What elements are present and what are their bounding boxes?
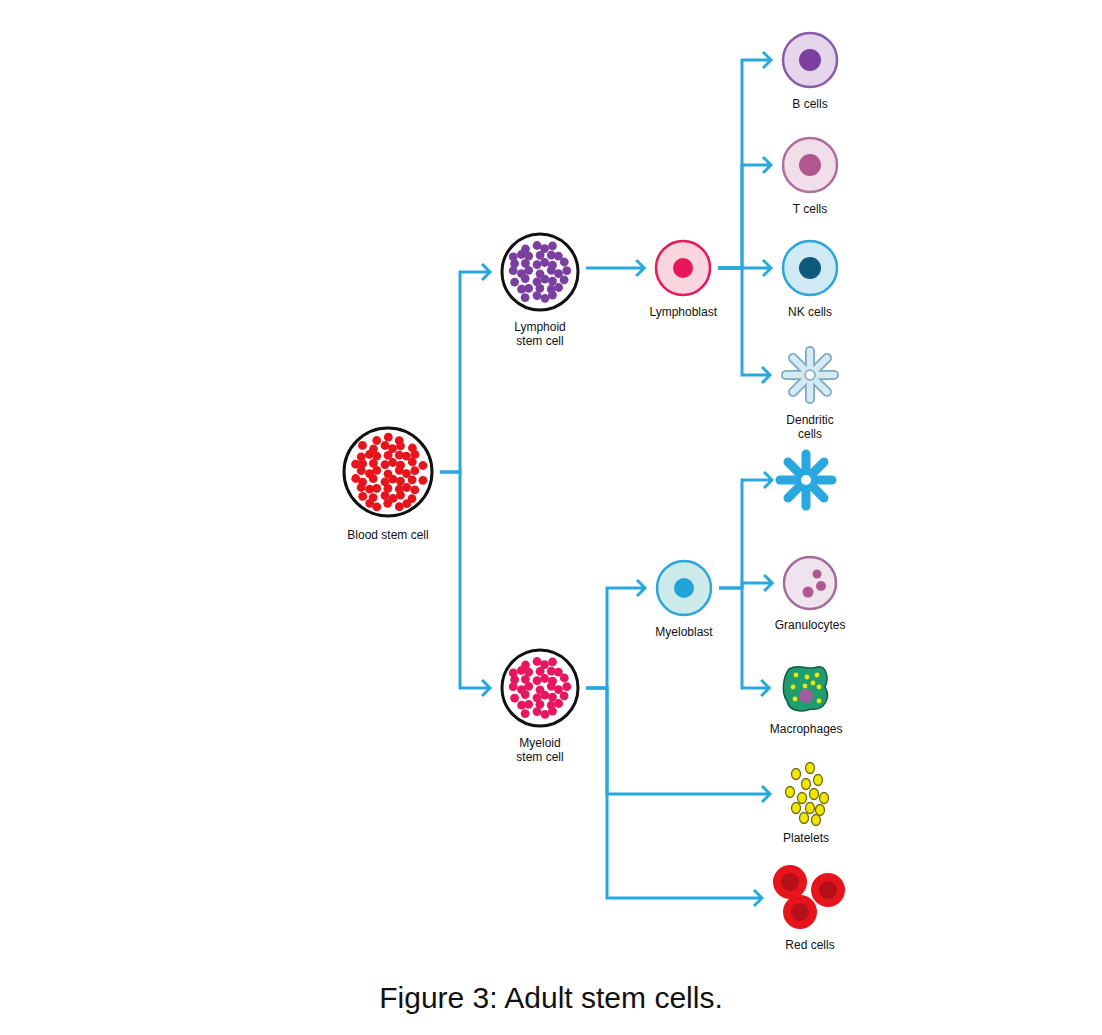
cell-node: Red cells xyxy=(772,864,848,952)
stem-cell-icon xyxy=(500,232,580,312)
cell-node: Myeloblast xyxy=(655,559,713,639)
lineage-arrow xyxy=(586,580,645,688)
blast-cell-icon xyxy=(654,239,712,297)
cell-label: Granulocytes xyxy=(775,618,846,632)
blood-cell-icon xyxy=(780,345,840,405)
cell-node: Macrophages xyxy=(770,661,843,736)
cell-label: NK cells xyxy=(788,305,832,319)
blood-cell-icon xyxy=(780,762,832,826)
lineage-arrow xyxy=(719,588,769,696)
cell-node: Blood stem cell xyxy=(342,426,434,542)
lineage-arrow xyxy=(718,52,771,268)
cell-node: Platelets xyxy=(780,762,832,845)
lineage-arrow xyxy=(440,472,490,696)
cell-label: Myeloblast xyxy=(655,625,712,639)
lineage-arrow xyxy=(586,688,770,802)
cell-label: Dendritic cells xyxy=(779,413,841,441)
branch-arrow xyxy=(742,472,772,588)
lineage-arrow xyxy=(586,260,644,276)
cell-label: T cells xyxy=(793,202,827,216)
lineage-arrow xyxy=(586,688,762,906)
cell-label: Macrophages xyxy=(770,722,843,736)
blood-cell-icon xyxy=(779,661,833,715)
lineage-arrow xyxy=(440,264,490,472)
blood-cell-icon xyxy=(782,555,838,611)
cell-node: NK cells xyxy=(781,239,839,319)
unlabeled-cell xyxy=(780,454,832,506)
cell-node: Dendritic cells xyxy=(779,345,841,441)
cell-node: Lymphoid stem cell xyxy=(500,232,580,348)
cell-label: Red cells xyxy=(785,938,834,952)
cell-node: Granulocytes xyxy=(775,555,846,632)
stem-cell-icon xyxy=(342,426,434,518)
figure-caption: Figure 3: Adult stem cells. xyxy=(0,980,1102,1016)
cell-node: T cells xyxy=(781,136,839,216)
cell-label: Myeloid stem cell xyxy=(509,736,571,764)
cell-label: Lymphoid stem cell xyxy=(509,320,571,348)
lineage-arrow xyxy=(718,157,771,268)
cell-label: Blood stem cell xyxy=(347,528,428,542)
cell-label: Lymphoblast xyxy=(649,305,717,319)
stem-cell-icon xyxy=(500,648,580,728)
lineage-arrow xyxy=(718,268,770,383)
cell-label: Platelets xyxy=(783,831,829,845)
cell-node: Myeloid stem cell xyxy=(500,648,580,764)
blood-cell-icon xyxy=(781,136,839,194)
cell-label: B cells xyxy=(792,97,827,111)
blood-cell-icon xyxy=(781,31,839,89)
blast-cell-icon xyxy=(655,559,713,617)
blood-cell-icon xyxy=(772,864,848,932)
cell-node: B cells xyxy=(781,31,839,111)
blood-cell-icon xyxy=(781,239,839,297)
cell-node: Lymphoblast xyxy=(649,239,717,319)
